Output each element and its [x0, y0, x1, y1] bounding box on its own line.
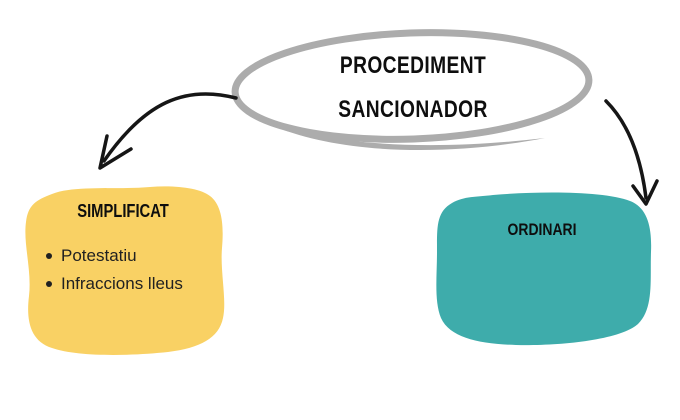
- center-ellipse: [231, 29, 593, 143]
- bullet-item: Infraccions lleus: [46, 270, 183, 298]
- left-arrow-shaft: [102, 92, 238, 163]
- left-arrow: [98, 92, 238, 170]
- right-arrow-head: [631, 179, 659, 206]
- right-blob: [436, 192, 652, 346]
- bullet-dot: [46, 253, 52, 259]
- bullet-label: Infraccions lleus: [61, 274, 183, 293]
- center-title-line2: SANCIONADOR: [338, 96, 488, 123]
- bullet-item: Potestatiu: [46, 242, 183, 270]
- left-blob: [25, 186, 225, 355]
- left-box-bullet-list: Potestatiu Infraccions lleus: [46, 242, 183, 298]
- right-arrow-shaft: [604, 99, 648, 200]
- left-arrow-head: [98, 134, 133, 170]
- left-box-title: SIMPLIFICAT: [77, 201, 169, 221]
- right-arrow: [604, 99, 659, 206]
- bullet-dot: [46, 281, 52, 287]
- center-title-line1: PROCEDIMENT: [339, 52, 487, 79]
- bullet-label: Potestatiu: [61, 246, 137, 265]
- right-box-title: ORDINARI: [507, 220, 577, 239]
